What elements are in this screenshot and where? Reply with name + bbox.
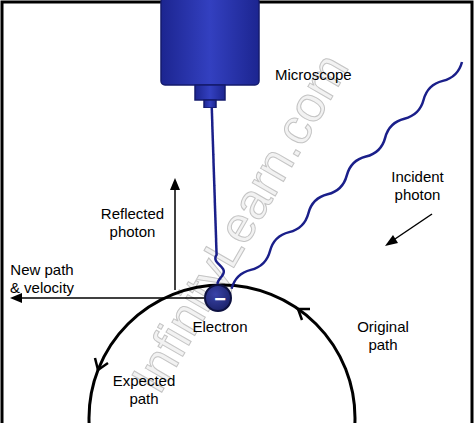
electron-particle: −Electron [204, 284, 232, 312]
annotation-label: Original path [348, 318, 418, 354]
incident-arrow [392, 214, 432, 241]
microscope-shape [160, 0, 260, 108]
watermark: InfinityLearn.com [111, 27, 369, 419]
reflected-arrow [174, 186, 176, 290]
annotation-label: New path & velocity [6, 261, 78, 297]
annotation-label: Incident photon [380, 168, 455, 204]
node-label: Microscope [275, 66, 385, 84]
annotation-label: Expected path [108, 372, 180, 408]
arrowhead [170, 178, 180, 190]
charge-sign: − [206, 288, 234, 311]
incident-photon-wave [232, 62, 462, 289]
arrowhead [385, 235, 398, 246]
node-label: Electron [180, 318, 260, 336]
microscope: Microscope [160, 0, 260, 108]
annotation-label: Reflected photon [95, 205, 170, 241]
orbit-circle [89, 285, 355, 423]
orbit-arrowhead [95, 358, 108, 370]
orbit-arrowhead [298, 309, 310, 320]
new-path-arrow [20, 297, 204, 299]
photon-wave [212, 108, 224, 284]
